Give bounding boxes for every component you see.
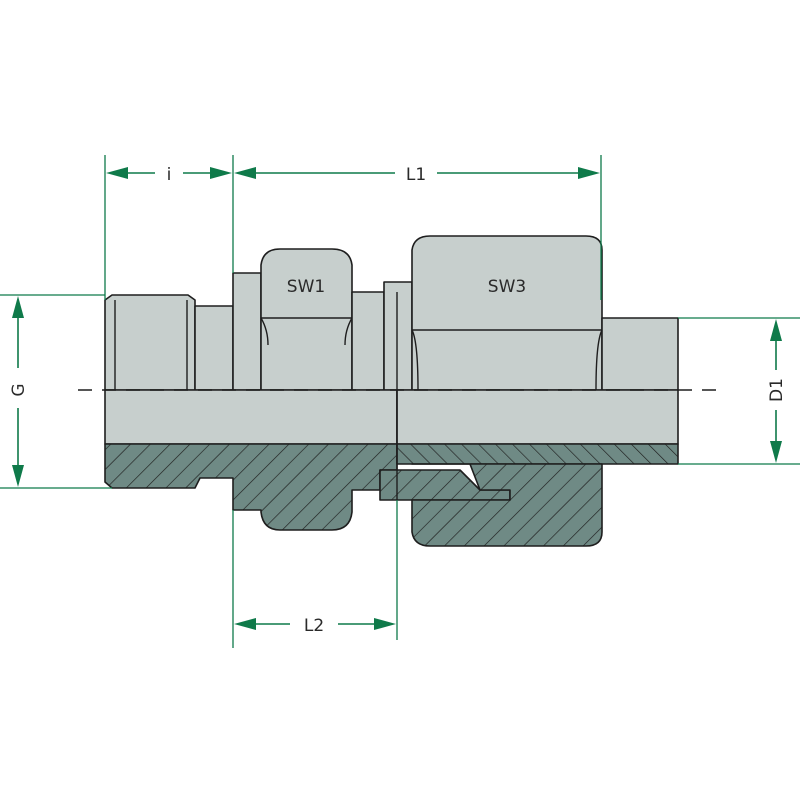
neck [351,291,385,391]
tube-section [396,443,679,465]
dimension-l1: L1 [234,155,602,300]
section-view [104,390,679,547]
body-section [104,443,398,531]
dimension-i: i [104,155,234,300]
label-d1: D1 [767,378,787,402]
label-l1: L1 [406,165,426,185]
label-g: G [9,383,29,396]
undercut [194,305,234,391]
lower-body-left [104,389,398,445]
label-l2: L2 [304,616,324,636]
label-sw3: SW3 [488,277,526,297]
nut-section [411,463,603,547]
nut-sw3 [411,235,603,391]
lower-body [104,389,679,445]
collar [232,272,262,391]
dimension-g: G [0,294,112,489]
hex-sw1 [260,248,353,391]
exterior-view [104,235,679,391]
dimension-d1: D1 [678,317,800,465]
dimension-l2: L2 [232,500,398,648]
thread-stud [104,294,196,391]
label-i: i [167,165,172,185]
cone-ring [383,281,413,391]
tube [601,317,679,391]
label-sw1: SW1 [287,277,325,297]
lower-body-right [396,389,679,445]
